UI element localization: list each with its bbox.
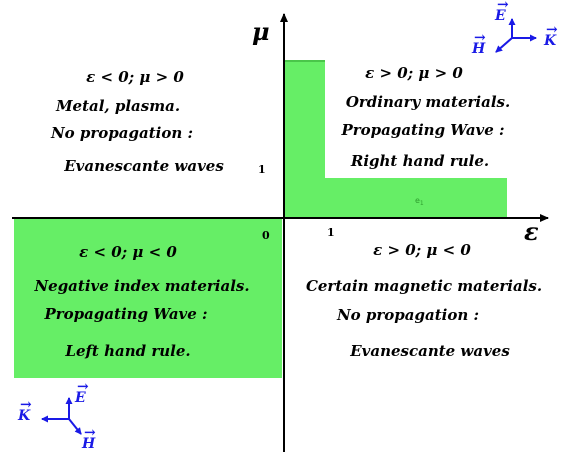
left-triad-h-arrow: →: [84, 425, 96, 441]
right-triad-h-vector: [495, 37, 513, 53]
right-triad-k-arrow: →: [546, 22, 558, 38]
e1-label: e1: [415, 196, 424, 207]
top-right-line-3: Right hand rule.: [350, 152, 489, 170]
left-triad-e-arrow: →: [77, 379, 89, 395]
bottom-right-condition: ε > 0; μ < 0: [373, 241, 471, 259]
top-right-line-1: Ordinary materials.: [346, 93, 510, 111]
left-triad-h-label: H: [81, 436, 96, 452]
left-handed-region: [14, 218, 282, 378]
top-left-line-3: Evanescante waves: [63, 157, 224, 175]
bottom-left-condition: ε < 0; μ < 0: [79, 243, 177, 261]
epsilon-axis-label: ε: [524, 217, 539, 246]
bottom-right-line-2: No propagation :: [336, 306, 479, 324]
left-hand-triad: E → K → H →: [17, 379, 96, 452]
epsilon-tick-one: 1: [327, 226, 335, 239]
top-left-condition: ε < 0; μ > 0: [86, 68, 184, 86]
left-triad-e-label: E: [74, 390, 86, 406]
positive-epsilon-mu-region: [284, 60, 325, 218]
high-epsilon-region: [325, 178, 507, 218]
bottom-left-line-3: Left hand rule.: [64, 342, 190, 360]
mu-tick-one: 1: [258, 163, 266, 176]
right-triad-h-arrow: →: [474, 30, 486, 46]
right-triad-e-label: E: [494, 8, 506, 24]
mu-axis-label: μ: [252, 17, 270, 46]
top-left-line-2: No propagation :: [50, 124, 193, 142]
bottom-right-line-3: Evanescante waves: [349, 342, 510, 360]
left-triad-k-label: K: [17, 408, 31, 424]
origin-label: 0: [262, 229, 270, 242]
bottom-left-line-1: Negative index materials.: [33, 277, 249, 295]
top-left-line-1: Metal, plasma.: [55, 97, 180, 115]
right-triad-h-label: H: [471, 41, 486, 57]
top-right-line-2: Propagating Wave :: [340, 121, 504, 139]
right-triad-e-arrow: →: [497, 0, 509, 13]
right-hand-triad: E → K → H →: [471, 0, 558, 57]
top-right-condition: ε > 0; μ > 0: [365, 64, 463, 82]
left-triad-k-arrow: →: [20, 397, 32, 413]
bottom-right-line-1: Certain magnetic materials.: [306, 277, 542, 295]
left-triad-h-vector: [68, 418, 82, 435]
bottom-left-line-2: Propagating Wave :: [43, 305, 207, 323]
right-triad-k-label: K: [543, 33, 557, 49]
